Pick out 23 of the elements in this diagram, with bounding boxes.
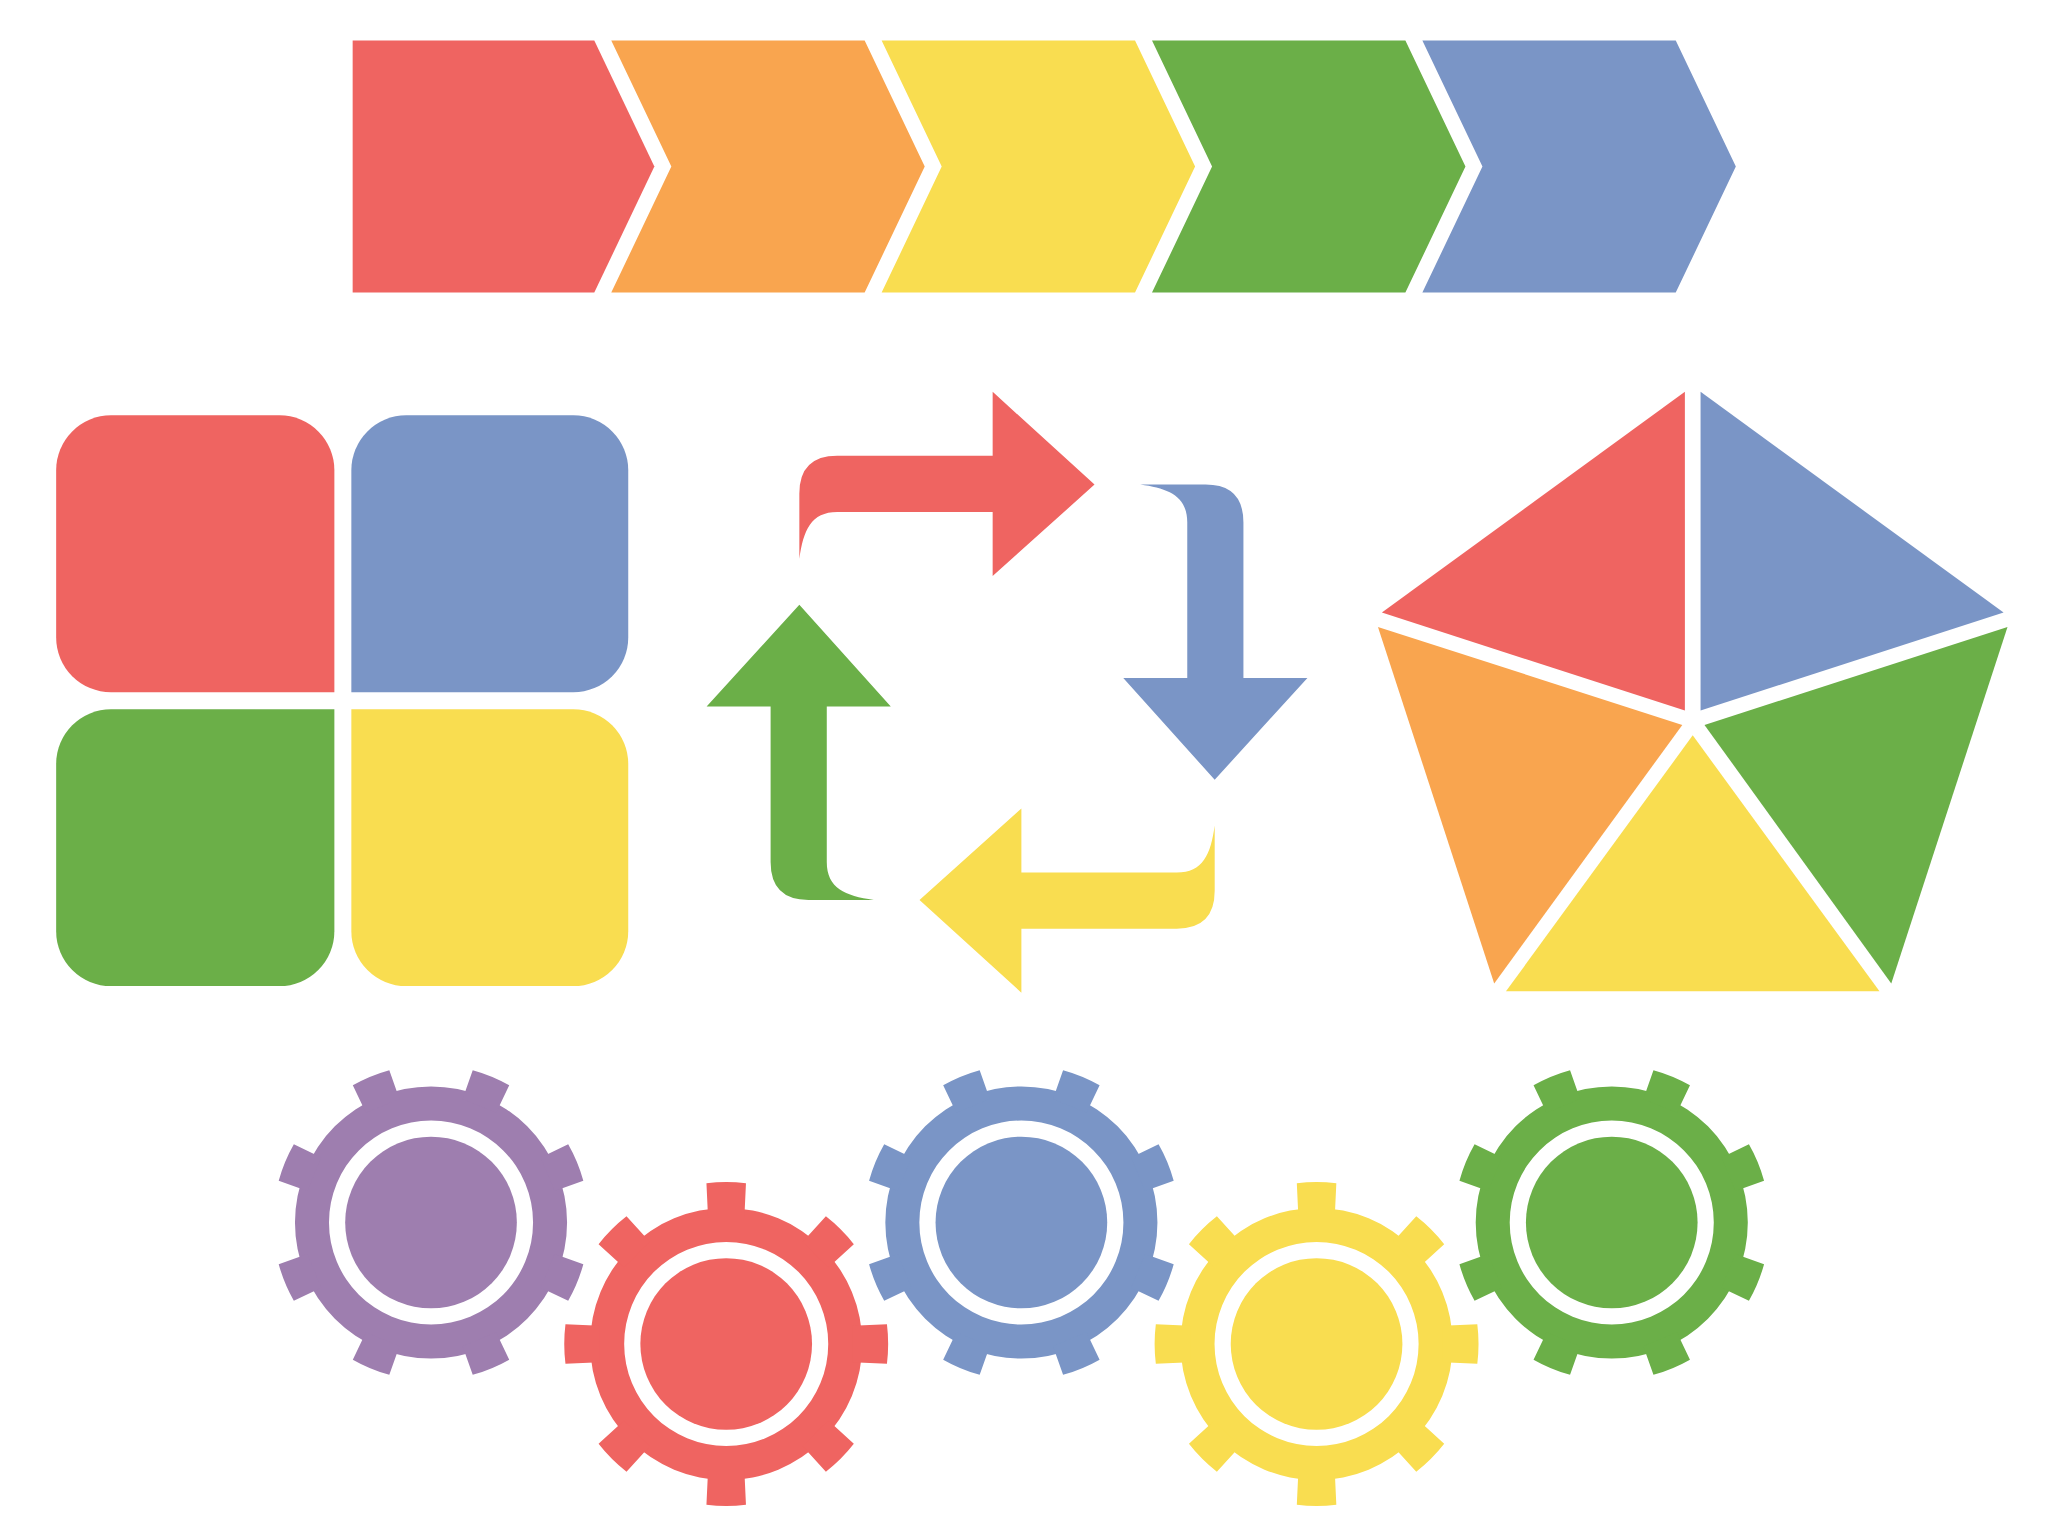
cycle-segment <box>706 604 891 900</box>
chevron-step <box>1152 40 1466 293</box>
triangle-segment <box>1381 391 1685 711</box>
gear-icon <box>1154 1182 1479 1506</box>
cycle-segment <box>919 808 1215 993</box>
rounded-square <box>351 709 629 987</box>
chevron-step <box>611 40 925 293</box>
rounded-square <box>56 415 335 693</box>
gear-icon <box>278 1070 584 1375</box>
triangle-segment <box>1505 735 1880 992</box>
triangle-segment <box>1700 391 2004 711</box>
gear-icon <box>564 1182 889 1506</box>
chevron-step <box>881 40 1196 293</box>
chevron-step <box>1422 40 1736 293</box>
rounded-square <box>56 709 335 987</box>
cycle-segment <box>1123 484 1308 780</box>
chevron-step <box>352 40 655 293</box>
triangle-segment <box>1704 626 2008 984</box>
rounded-square <box>351 415 629 693</box>
triangle-segment <box>1377 626 1683 984</box>
gear-icon <box>1459 1070 1765 1375</box>
cycle-segment <box>799 391 1095 576</box>
gear-icon <box>869 1070 1174 1375</box>
